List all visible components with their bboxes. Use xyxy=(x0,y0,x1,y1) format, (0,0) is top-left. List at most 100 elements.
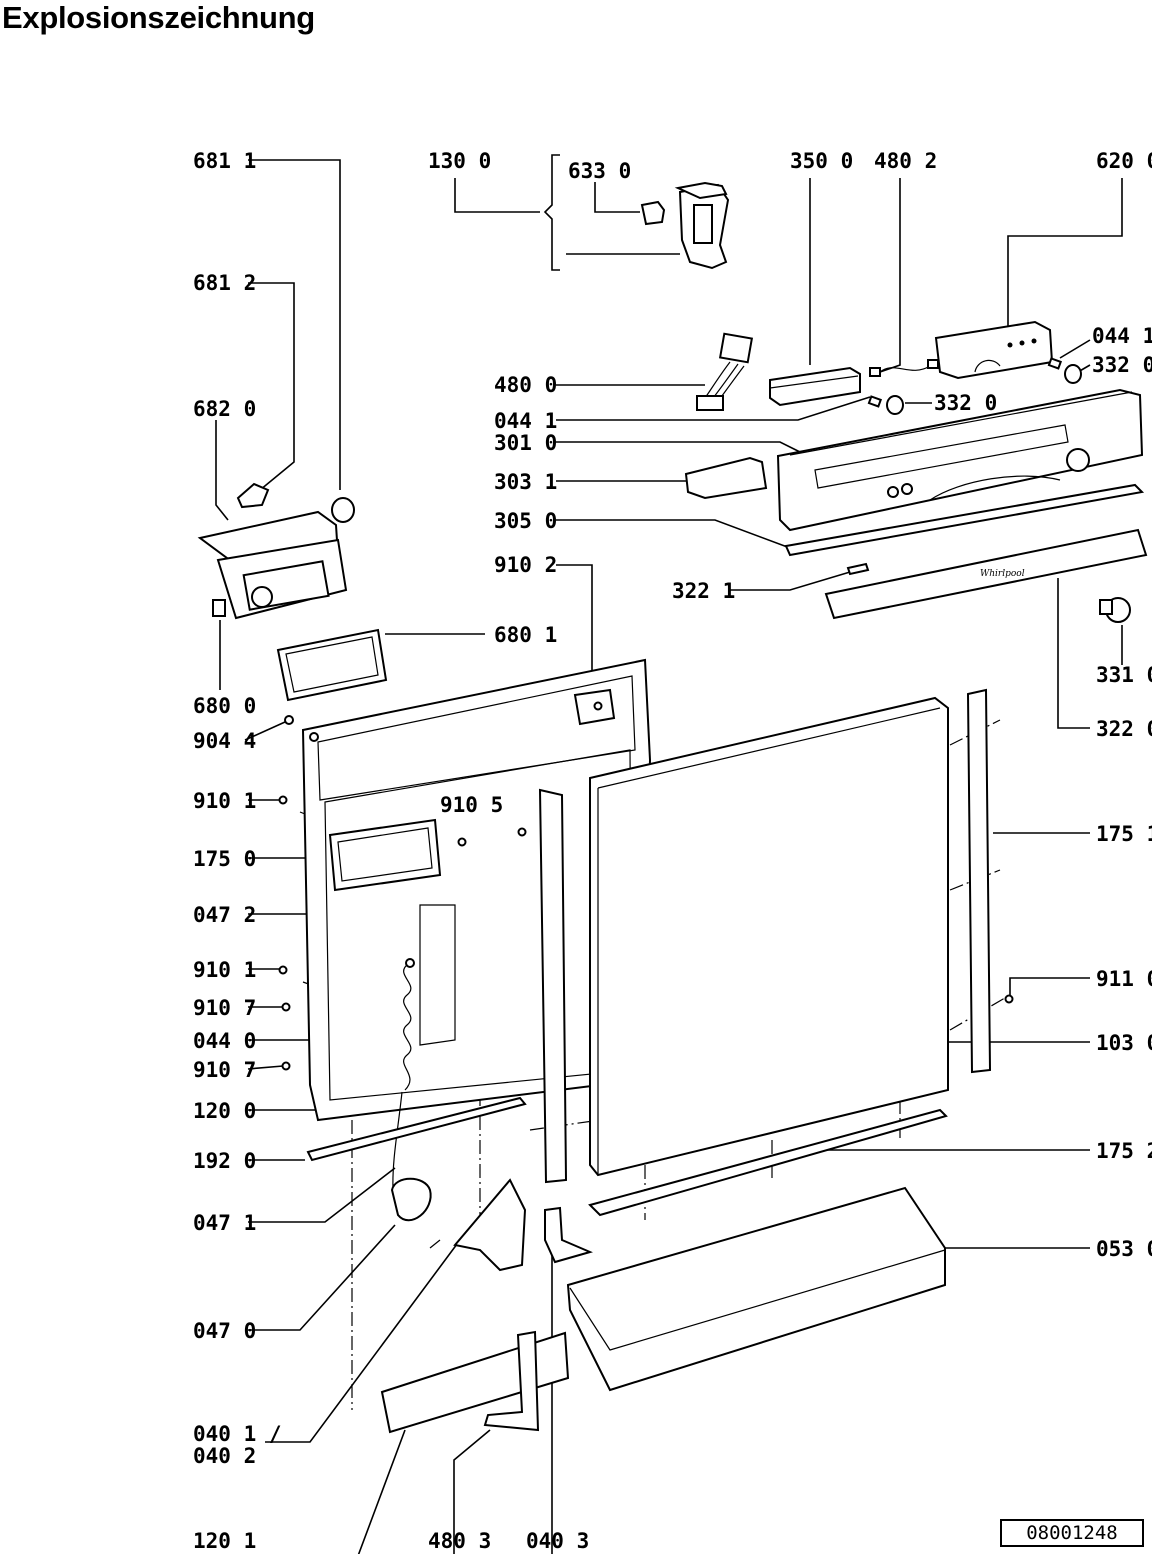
part-047-1-cable xyxy=(392,1091,403,1191)
label-044-1-right: 044 1 xyxy=(1092,324,1152,348)
part-192-0-strip xyxy=(306,1096,527,1162)
leader-480-3 xyxy=(453,1429,491,1554)
label-910-7: 910 7 xyxy=(193,996,256,1020)
part-175-2-bottom-strip xyxy=(588,1108,948,1217)
part-303-1-cover xyxy=(684,456,768,500)
label-480-3: 480 3 xyxy=(428,1529,491,1553)
leader-910-7-b xyxy=(247,1065,284,1070)
label-040-3: 040 3 xyxy=(526,1529,589,1553)
leader-322-0 xyxy=(1057,578,1090,729)
part-301-0-control-panel xyxy=(776,388,1144,532)
part-130-0-hinge-housing xyxy=(674,181,730,270)
leader-910-2 xyxy=(556,564,593,700)
label-322-1: 322 1 xyxy=(672,579,735,603)
part-681-2-latch xyxy=(236,482,270,509)
label-910-7-lower: 910 7 xyxy=(193,1058,256,1082)
label-175-2: 175 2 xyxy=(1096,1139,1152,1163)
part-331-0-knob xyxy=(1099,597,1131,623)
label-680-0: 680 0 xyxy=(193,694,256,718)
part-175-1-side-strip xyxy=(966,688,992,1074)
leader-633-0 xyxy=(594,182,640,213)
label-047-2: 047 2 xyxy=(193,903,256,927)
label-480-2: 480 2 xyxy=(874,149,937,173)
label-305-0: 305 0 xyxy=(494,509,557,533)
leader-620-0 xyxy=(1007,178,1123,330)
label-175-0: 175 0 xyxy=(193,847,256,871)
label-910-1: 910 1 xyxy=(193,789,256,813)
part-633-0-clip xyxy=(640,200,666,226)
label-350-0: 350 0 xyxy=(790,149,853,173)
part-681-1-cap xyxy=(331,497,355,523)
label-103-0: 103 0 xyxy=(1096,1031,1152,1055)
part-480-0-wiring-harness xyxy=(696,332,754,411)
leader-044-1-a xyxy=(556,396,871,421)
label-044-1: 044 1 xyxy=(494,409,557,433)
label-904-4: 904 4 xyxy=(193,729,256,753)
leader-682-0 xyxy=(215,420,229,521)
leader-301-0 xyxy=(556,441,801,453)
label-681-1: 681 1 xyxy=(193,149,256,173)
label-910-2: 910 2 xyxy=(494,553,557,577)
leader-681-2 xyxy=(248,282,295,491)
label-910-5: 910 5 xyxy=(440,793,503,817)
label-175-1: 175 1 xyxy=(1096,822,1152,846)
part-682-0-dispenser xyxy=(197,510,348,620)
screws xyxy=(278,701,603,1071)
label-633-0: 633 0 xyxy=(568,159,631,183)
part-680-1-gasket xyxy=(276,628,388,702)
part-053-0-kickplate xyxy=(566,1186,946,1392)
part-322-0-fascia: Whirlpool xyxy=(824,528,1148,620)
label-047-0: 047 0 xyxy=(193,1319,256,1343)
leader-040-1 xyxy=(265,1239,461,1443)
label-053-0: 053 0 xyxy=(1096,1237,1152,1261)
label-040-2: 040 2 xyxy=(193,1444,256,1468)
leader-480-2 xyxy=(879,178,901,373)
label-301-0: 301 0 xyxy=(494,431,557,455)
label-044-0: 044 0 xyxy=(193,1029,256,1053)
leader-120-1 xyxy=(357,1429,406,1554)
label-680-1: 680 1 xyxy=(494,623,557,647)
label-332-0-right: 332 0 xyxy=(1092,353,1152,377)
label-332-0: 332 0 xyxy=(934,391,997,415)
label-120-1: 120 1 xyxy=(193,1529,256,1553)
label-047-1: 047 1 xyxy=(193,1211,256,1235)
label-192-0: 192 0 xyxy=(193,1149,256,1173)
leader-044-1-b xyxy=(1059,339,1091,359)
part-322-1-button xyxy=(846,562,870,576)
part-332-0-knobs xyxy=(886,364,1082,415)
part-044-1-springs xyxy=(867,357,1063,408)
label-322-0: 322 0 xyxy=(1096,717,1152,741)
part-480-3-foot xyxy=(483,1330,540,1432)
drawing-code-box: 08001248 xyxy=(1000,1519,1144,1547)
part-040-1-bracket xyxy=(453,1178,527,1272)
label-331-0: 331 0 xyxy=(1096,663,1152,687)
label-911-0: 911 0 xyxy=(1096,967,1152,991)
label-120-0: 120 0 xyxy=(193,1099,256,1123)
part-911-0-screw xyxy=(1004,994,1014,1004)
page-title: Explosionszeichnung xyxy=(2,0,315,35)
part-620-0-electronic-module xyxy=(934,320,1054,380)
part-120-1-lower-rail xyxy=(380,1331,570,1434)
part-175-0-side-strip xyxy=(538,788,568,1184)
leader-904-4 xyxy=(244,721,286,741)
part-047-0-pulley xyxy=(390,1177,441,1249)
part-350-0-control-board xyxy=(769,366,861,407)
leader-047-1 xyxy=(248,1167,396,1223)
part-904-4-nut xyxy=(284,715,294,725)
part-305-0-strip xyxy=(784,483,1145,557)
brand-logo: Whirlpool xyxy=(980,569,1025,579)
label-620-0: 620 0 xyxy=(1096,149,1152,173)
leader-911-0 xyxy=(1009,977,1090,995)
label-910-1-lower: 910 1 xyxy=(193,958,256,982)
part-480-2-cable xyxy=(869,359,939,377)
leader-322-1 xyxy=(730,571,851,591)
label-681-2: 681 2 xyxy=(193,271,256,295)
label-040-1: 040 1 / xyxy=(193,1422,282,1446)
label-480-0: 480 0 xyxy=(494,373,557,397)
bracket-130-0 xyxy=(543,154,560,271)
label-303-1: 303 1 xyxy=(494,470,557,494)
part-labels: 681 1 130 0 633 0 350 0 480 2 620 0 681 … xyxy=(193,149,1152,1553)
part-103-0-outer-door xyxy=(589,696,949,1177)
leader-047-0 xyxy=(248,1224,396,1331)
